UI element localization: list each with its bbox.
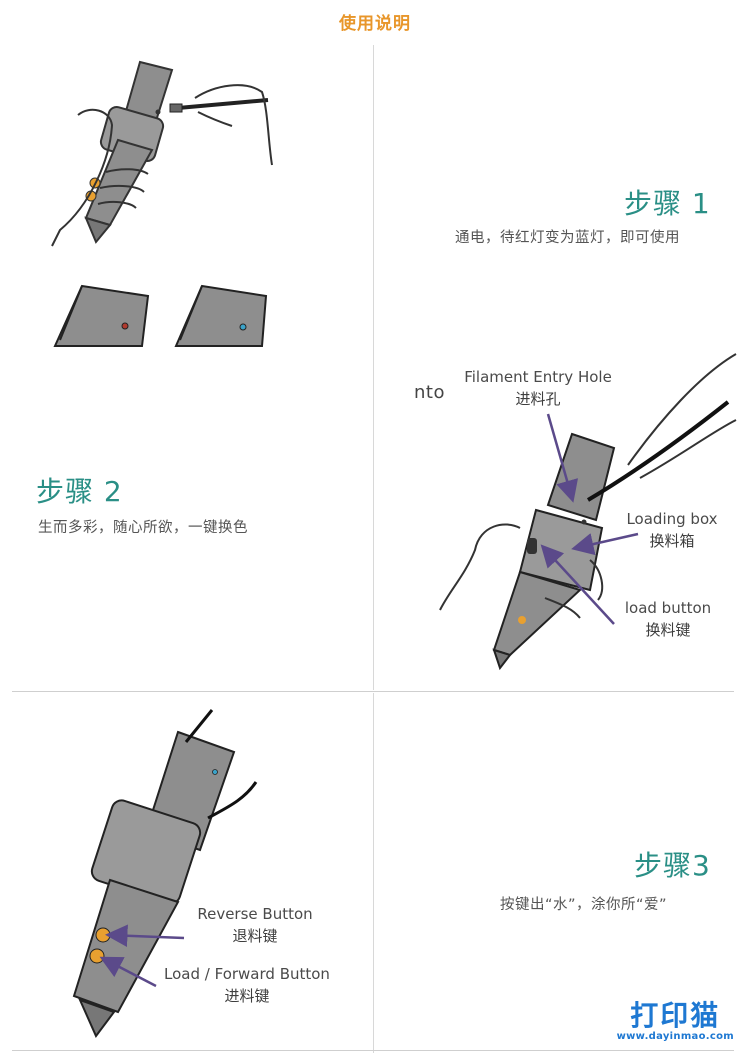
step2-description: 生而多彩，随心所欲，一键换色 [38, 520, 248, 536]
forward-button-label: Load / Forward Button 进料键 [158, 963, 336, 1007]
reverse-button-label-cn: 退料键 [232, 927, 278, 945]
reverse-button-label-en: Reverse Button [197, 905, 313, 923]
step2-cut-text: nto [414, 382, 445, 403]
step3-description: 按键出“水”，涂你所“爱” [500, 897, 668, 913]
loading-box-label: Loading box 换料箱 [624, 508, 720, 552]
horizontal-divider [12, 691, 734, 692]
load-button-label-cn: 换料键 [645, 621, 691, 639]
step1-led-closeups [53, 284, 268, 347]
vertical-divider-bottom [373, 693, 374, 1053]
step1-description: 通电，待红灯变为蓝灯，即可使用 [455, 230, 680, 246]
loading-box-label-cn: 换料箱 [649, 532, 695, 550]
load-button-label: load button 换料键 [616, 597, 720, 641]
filament-entry-label-cn: 进料孔 [515, 390, 561, 408]
forward-button-label-en: Load / Forward Button [164, 965, 330, 983]
filament-entry-label-en: Filament Entry Hole [464, 368, 612, 386]
brand-name: 打印猫 [630, 999, 721, 1032]
loading-box-label-en: Loading box [626, 510, 718, 528]
brand-url: www.dayinmao.com [616, 1031, 734, 1042]
step2-title: 步骤 2 [36, 475, 123, 508]
page-title: 使用说明 [339, 14, 411, 34]
step1-title: 步骤 1 [624, 187, 711, 220]
step1-pen-illustration [51, 60, 273, 247]
step3-pen-illustration [72, 709, 258, 1038]
brand-watermark: 打印猫 www.dayinmao.com [617, 994, 734, 1042]
vertical-divider-top [373, 45, 374, 690]
step3-title: 步骤3 [634, 849, 711, 882]
filament-entry-label: Filament Entry Hole 进料孔 [462, 366, 614, 410]
reverse-button-label: Reverse Button 退料键 [188, 903, 322, 947]
load-button-label-en: load button [624, 599, 712, 617]
forward-button-label-cn: 进料键 [224, 987, 270, 1005]
bottom-divider [12, 1050, 734, 1051]
step2-pen-illustration [439, 353, 737, 671]
